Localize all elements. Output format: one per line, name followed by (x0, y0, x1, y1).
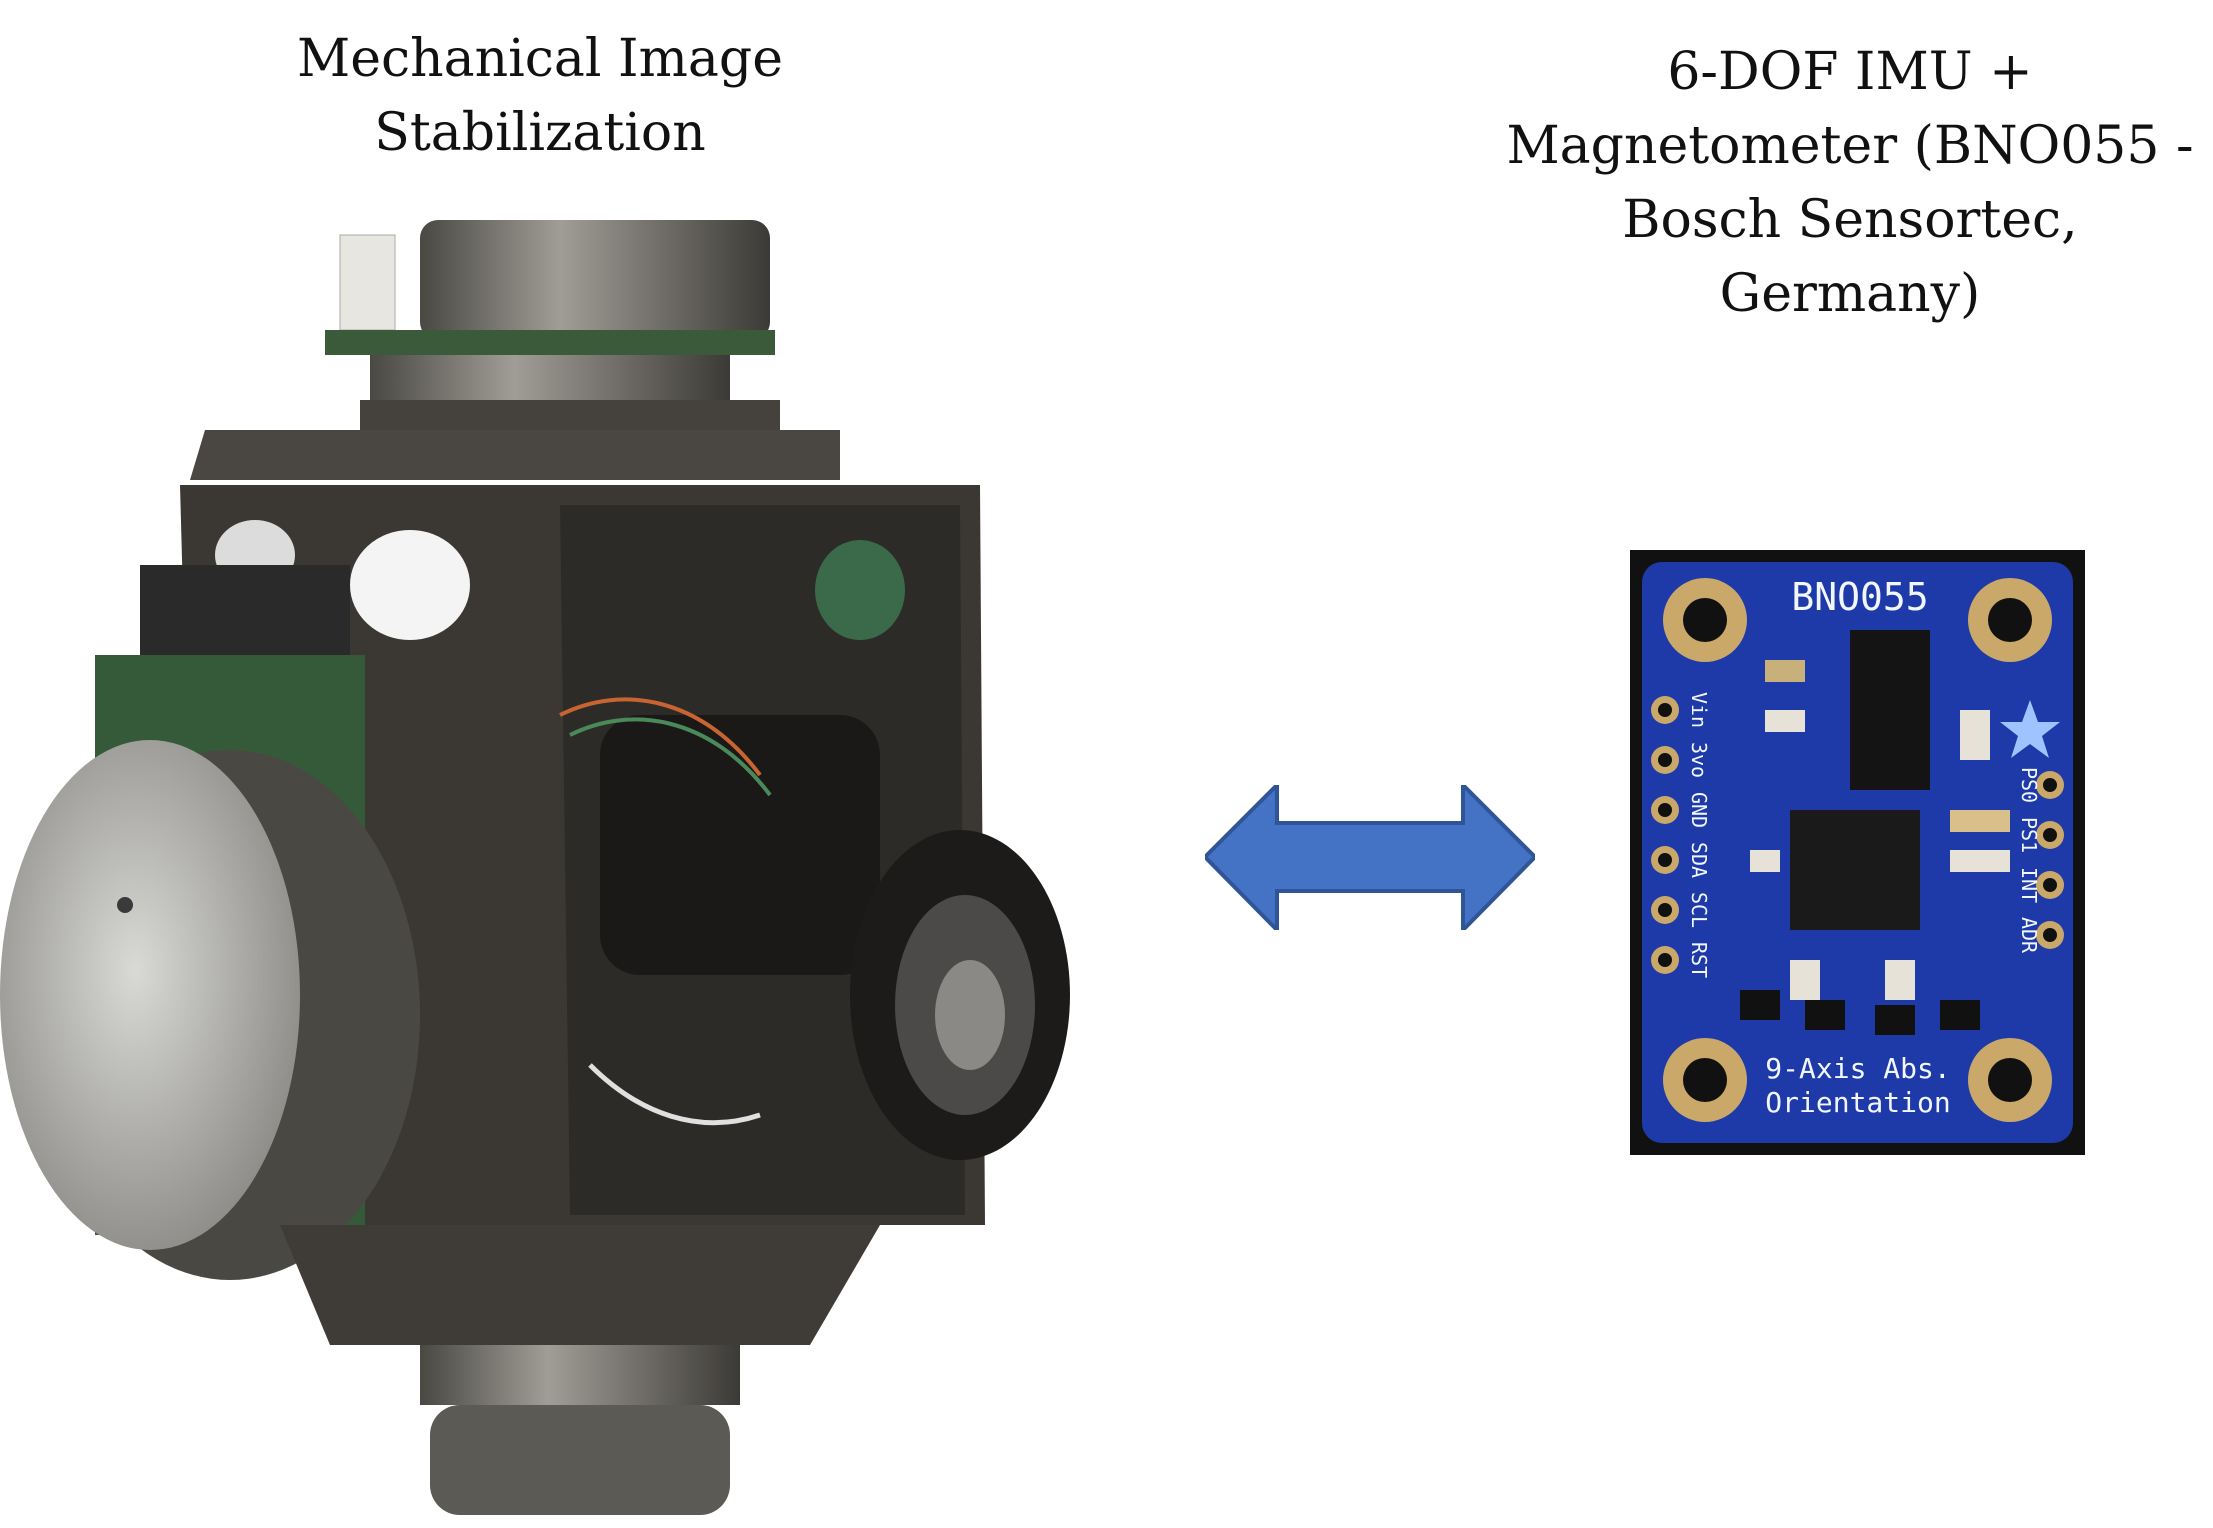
pin-label-scl: SCL (1687, 892, 1711, 928)
imu-caption: 6-DOF IMU + Magnetometer (BNO055 - Bosch… (1460, 35, 2213, 331)
gimbal-image (0, 220, 1070, 1515)
mounting-holes (1663, 578, 2052, 1122)
gimbal-caption-line-2: Stabilization (374, 103, 706, 163)
pin-label-gnd: GND (1687, 792, 1711, 828)
pin-label-rst: RST (1687, 942, 1711, 978)
imu-caption-line-2: Magnetometer (BNO055 - (1506, 116, 2194, 176)
pin-label-adr: ADR (2017, 917, 2041, 954)
board-name-label: BNO055 (1791, 575, 1928, 619)
pin-label-ps1: PS1 (2017, 817, 2041, 853)
pin-label-int: INT (2017, 867, 2041, 903)
pin-label-3vo: 3vo (1687, 742, 1711, 778)
gimbal-caption-line-1: Mechanical Image (297, 29, 783, 89)
imu-caption-line-3: Bosch Sensortec, (1622, 190, 2078, 250)
bno055-board-image: BNO055 Vin 3vo GND SDA SCL RST PS0 PS (1630, 550, 2085, 1155)
pin-label-sda: SDA (1687, 842, 1711, 878)
pin-label-vin: Vin (1687, 692, 1711, 728)
board-footer-line-2: Orientation (1765, 1086, 1950, 1119)
pin-headers (1651, 696, 2064, 974)
double-arrow-icon (1205, 785, 1535, 930)
imu-caption-line-4: Germany) (1719, 264, 1981, 324)
pin-label-ps0: PS0 (2017, 767, 2041, 803)
board-footer-line-1: 9-Axis Abs. (1765, 1052, 1950, 1085)
imu-caption-line-1: 6-DOF IMU + (1667, 42, 2033, 102)
gimbal-caption: Mechanical Image Stabilization (180, 22, 900, 170)
